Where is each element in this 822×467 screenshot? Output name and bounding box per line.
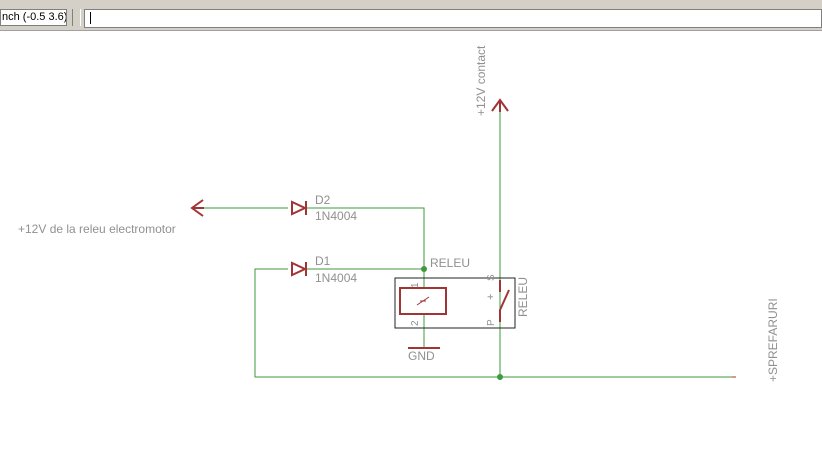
junctions [421,266,503,380]
label-relay-name: RELEU [430,256,470,270]
label-pin-2: 2 [410,320,421,326]
wire-d2-to-relay[interactable] [307,207,425,270]
command-input[interactable] [84,9,822,28]
diode-d1[interactable] [291,261,308,277]
relay-switch[interactable] [499,280,510,322]
label-d1-value: 1N4004 [315,271,357,285]
label-pin-p: P [486,319,497,326]
labels: +12V contact +12V de la releu electromot… [18,45,780,382]
label-pin-s: S [486,274,497,281]
label-pin-plus: + [485,294,497,300]
wire-d1-return-loop[interactable] [254,268,500,378]
command-toolbar: nch (-0.5 3.6) [0,0,822,31]
coordinate-display: nch (-0.5 3.6) [0,9,67,26]
relay-coil[interactable] [399,287,447,315]
label-supply-contact: +12V contact [474,45,488,116]
toolbar-grip-handle[interactable] [72,9,81,26]
label-pin-1: 1 [410,282,421,288]
diode-d2[interactable] [291,200,308,216]
wires [196,102,732,378]
relay-outline[interactable] [394,277,516,329]
supply-arrow-relay-motor[interactable] [190,199,204,217]
text-caret [90,12,91,25]
label-relay-value: RELEU [516,277,530,317]
label-d1-name: D1 [315,254,331,268]
label-output: +SPREFARURI [766,298,780,382]
junction-relay-top[interactable] [421,266,427,272]
label-gnd: GND [408,349,435,363]
supply-arrow-contact[interactable] [491,98,509,112]
label-supply-relay-motor: +12V de la releu electromotor [18,222,176,236]
label-d2-value: 1N4004 [315,209,357,223]
symbols [190,98,736,378]
schematic-canvas[interactable]: +12V contact +12V de la releu electromot… [0,30,822,467]
label-d2-name: D2 [315,193,331,207]
junction-bottom-bus[interactable] [497,374,503,380]
